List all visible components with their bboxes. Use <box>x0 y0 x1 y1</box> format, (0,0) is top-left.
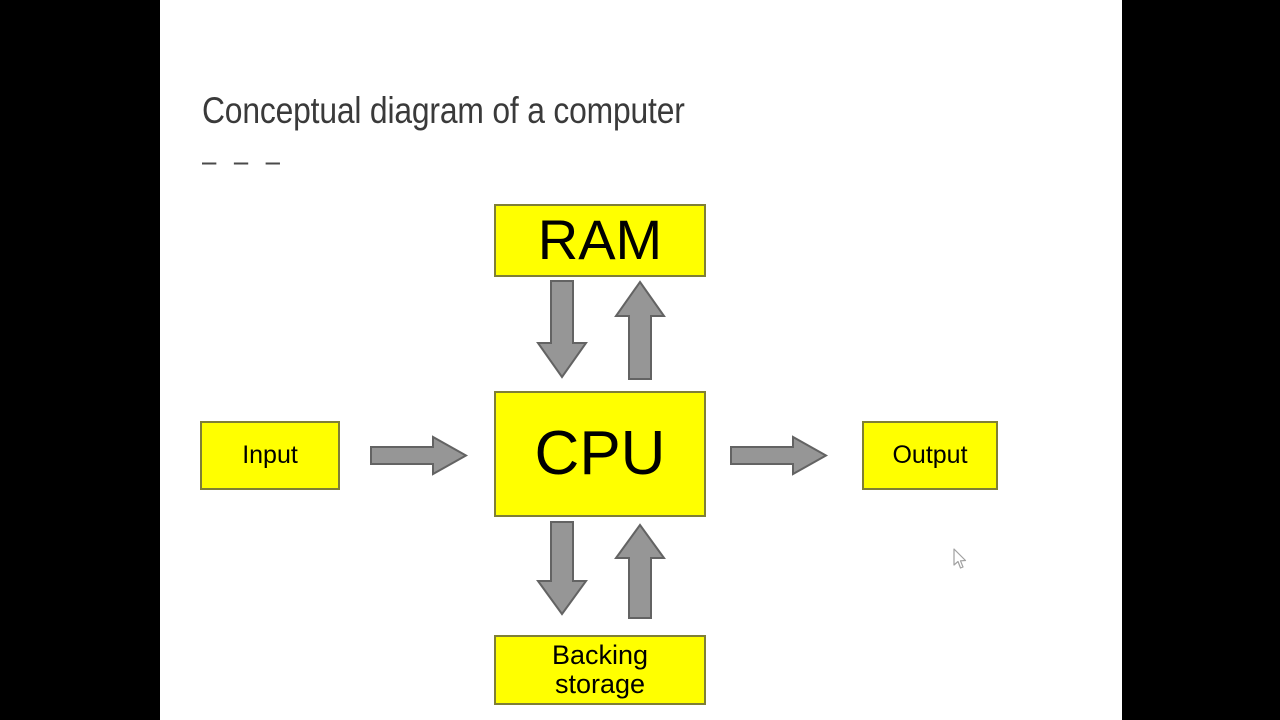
title-block: Conceptual diagram of a computer – – – <box>202 90 902 179</box>
node-backing-storage-label-line1: Backing <box>551 639 649 670</box>
slide-canvas: Conceptual diagram of a computer – – – R… <box>160 0 1122 720</box>
node-input: Input <box>200 421 340 490</box>
node-output-label: Output <box>892 441 968 469</box>
letterbox-bar-left <box>0 0 160 720</box>
arrow-cpu-to-output <box>730 435 829 476</box>
node-cpu-label: CPU <box>534 418 666 488</box>
letterbox-bar-right <box>1122 0 1280 720</box>
mouse-pointer-icon <box>953 548 969 570</box>
node-output: Output <box>862 421 998 490</box>
arrow-backing-to-cpu <box>614 523 666 619</box>
node-ram-label: RAM <box>537 208 663 272</box>
arrow-ram-to-cpu <box>614 280 666 380</box>
arrow-cpu-to-backing <box>536 521 588 616</box>
page-title: Conceptual diagram of a computer <box>202 90 685 131</box>
node-ram: RAM <box>494 204 706 277</box>
arrow-cpu-to-ram <box>536 280 588 379</box>
arrow-input-to-cpu <box>370 435 469 476</box>
node-cpu: CPU <box>494 391 706 517</box>
node-backing-storage: Backing storage <box>494 635 706 705</box>
slide-subtitle: – – – <box>202 144 286 178</box>
node-input-label: Input <box>242 441 298 469</box>
node-backing-storage-label-line2: storage <box>554 669 646 699</box>
